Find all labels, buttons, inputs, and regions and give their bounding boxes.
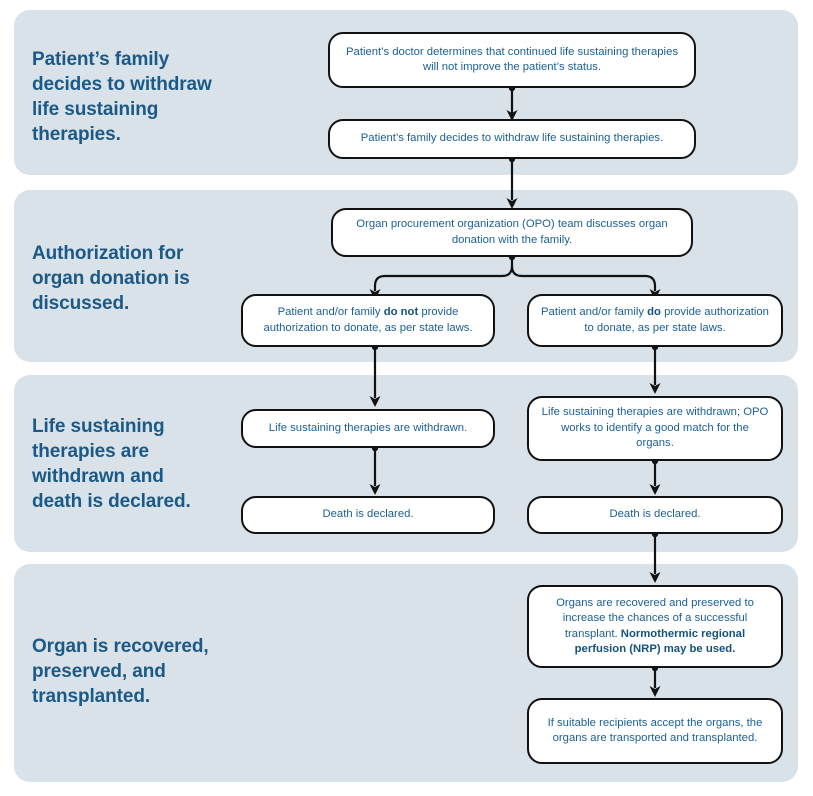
node-label: Organ procurement organization (OPO) tea… xyxy=(356,218,668,246)
section-title-2: Authorization for organ donation is disc… xyxy=(32,243,190,314)
node-label: Life sustaining therapies are withdrawn;… xyxy=(541,406,769,450)
node-family-decides[interactable]: Patient’s family decides to withdraw lif… xyxy=(328,119,696,159)
node-organs-recovered[interactable]: Organs are recovered and preserved to in… xyxy=(527,585,783,668)
node-label: Death is declared. xyxy=(609,508,701,521)
node-label: Life sustaining therapies are withdrawn. xyxy=(268,421,468,434)
node-label: Patient and/or family do not provide aut… xyxy=(263,306,473,334)
node-label: Patient’s doctor determines that continu… xyxy=(346,45,678,74)
node-label: Organs are recovered and preserved to in… xyxy=(556,596,754,656)
node-doctor-determines[interactable]: Patient’s doctor determines that continu… xyxy=(328,32,696,88)
node-opo-discusses[interactable]: Organ procurement organization (OPO) tea… xyxy=(331,208,693,257)
node-label: Death is declared. xyxy=(322,508,414,521)
node-withdrawn-left[interactable]: Life sustaining therapies are withdrawn. xyxy=(241,409,495,448)
node-withdrawn-right[interactable]: Life sustaining therapies are withdrawn;… xyxy=(527,396,783,461)
node-label: If suitable recipients accept the organs… xyxy=(547,716,763,745)
node-death-declared-right[interactable]: Death is declared. xyxy=(527,496,783,534)
section-title-4: Organ is recovered, preserved, and trans… xyxy=(32,636,209,707)
node-transplanted[interactable]: If suitable recipients accept the organs… xyxy=(527,698,783,764)
section-title-3: Life sustaining therapies are withdrawn … xyxy=(32,416,191,512)
node-yes-authorization[interactable]: Patient and/or family do provide authori… xyxy=(527,294,783,347)
node-label: Patient and/or family do provide authori… xyxy=(541,306,769,334)
node-no-authorization[interactable]: Patient and/or family do not provide aut… xyxy=(241,294,495,347)
node-label: Patient’s family decides to withdraw lif… xyxy=(360,132,664,145)
section-title-1: Patient’s family decides to withdraw lif… xyxy=(32,49,212,145)
node-death-declared-left[interactable]: Death is declared. xyxy=(241,496,495,534)
